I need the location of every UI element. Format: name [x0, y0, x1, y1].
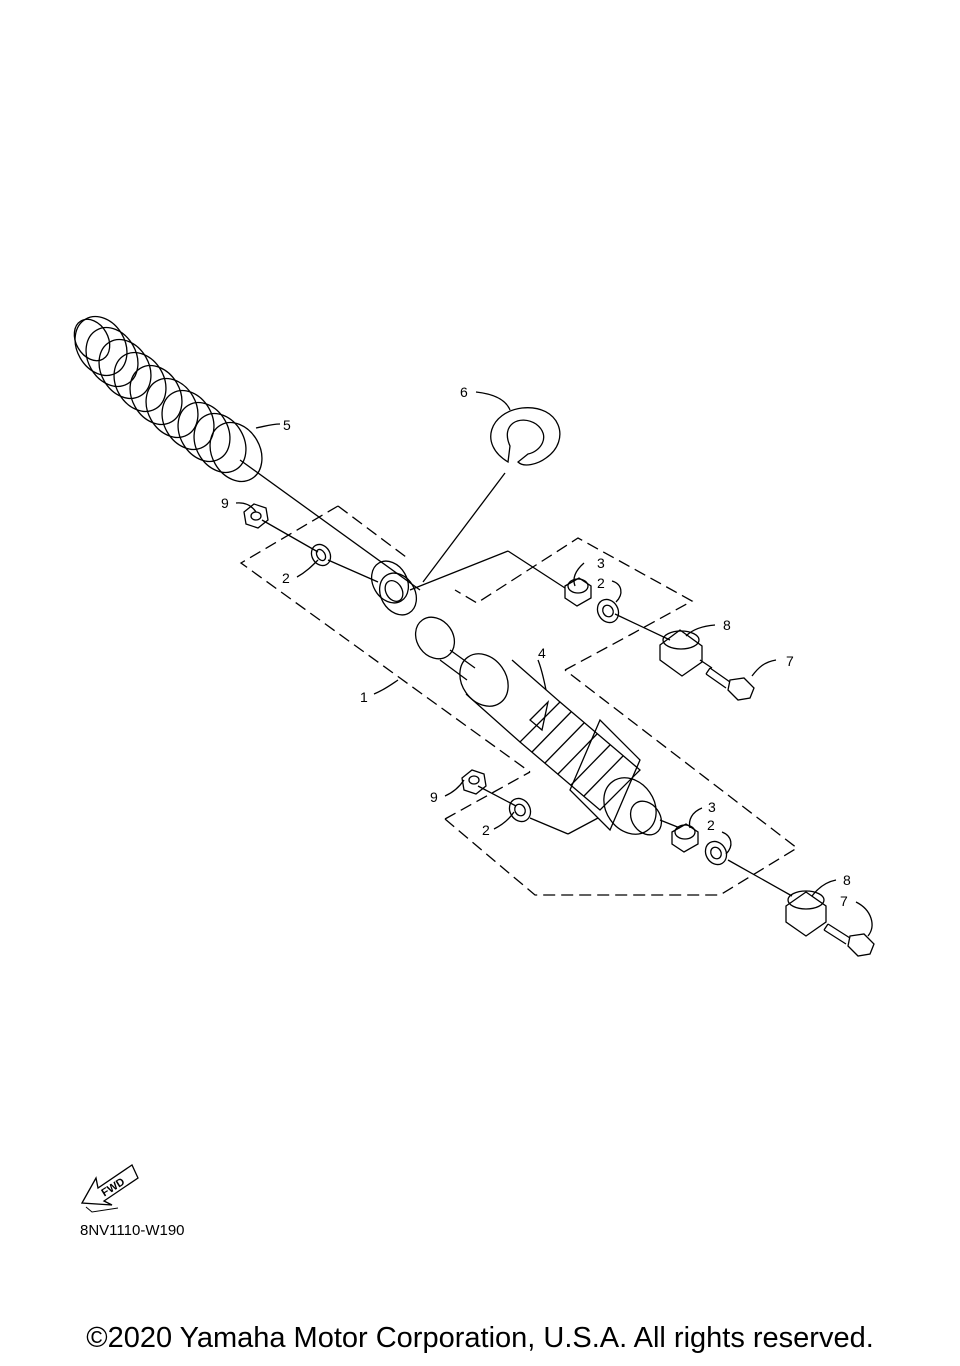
shock-absorber-body: [414, 616, 663, 836]
callout-2: 2: [707, 817, 715, 833]
callout-5: 5: [283, 417, 291, 433]
callout-8: 8: [843, 872, 851, 888]
diagram-code: 8NV1110-W190: [80, 1222, 185, 1239]
callout-3: 3: [708, 799, 716, 815]
callout-7: 7: [786, 653, 794, 669]
copyright-notice: ©2020 Yamaha Motor Corporation, U.S.A. A…: [86, 1322, 874, 1354]
callout-4: 4: [538, 645, 546, 661]
fwd-label: FWD: [99, 1176, 127, 1199]
spring-part: [73, 315, 263, 483]
callout-6: 6: [460, 384, 468, 400]
lower-bolt-axis: [477, 785, 793, 897]
fwd-arrow-icon: [80, 1164, 139, 1213]
callout-8: 8: [723, 617, 731, 633]
callout-7: 7: [840, 893, 848, 909]
callout-3: 3: [597, 555, 605, 571]
upper-bolt-axis: [261, 519, 713, 669]
callout-leaders: [235, 391, 873, 937]
callout-numbers: 1 2 2 2 2 3 3 4 5 6 7 7 8 8 9 9: [221, 384, 851, 909]
callout-2: 2: [282, 570, 290, 586]
spring-stopper-part: [422, 407, 561, 583]
callout-2: 2: [482, 822, 490, 838]
callout-1: 1: [360, 689, 368, 705]
upper-mount-collar: [370, 560, 418, 616]
upper-hardware: [243, 503, 755, 701]
callout-2: 2: [597, 575, 605, 591]
callout-9: 9: [430, 789, 438, 805]
assembly-group-outline: [239, 505, 799, 896]
lower-hardware: [461, 769, 875, 957]
callout-9: 9: [221, 495, 229, 511]
